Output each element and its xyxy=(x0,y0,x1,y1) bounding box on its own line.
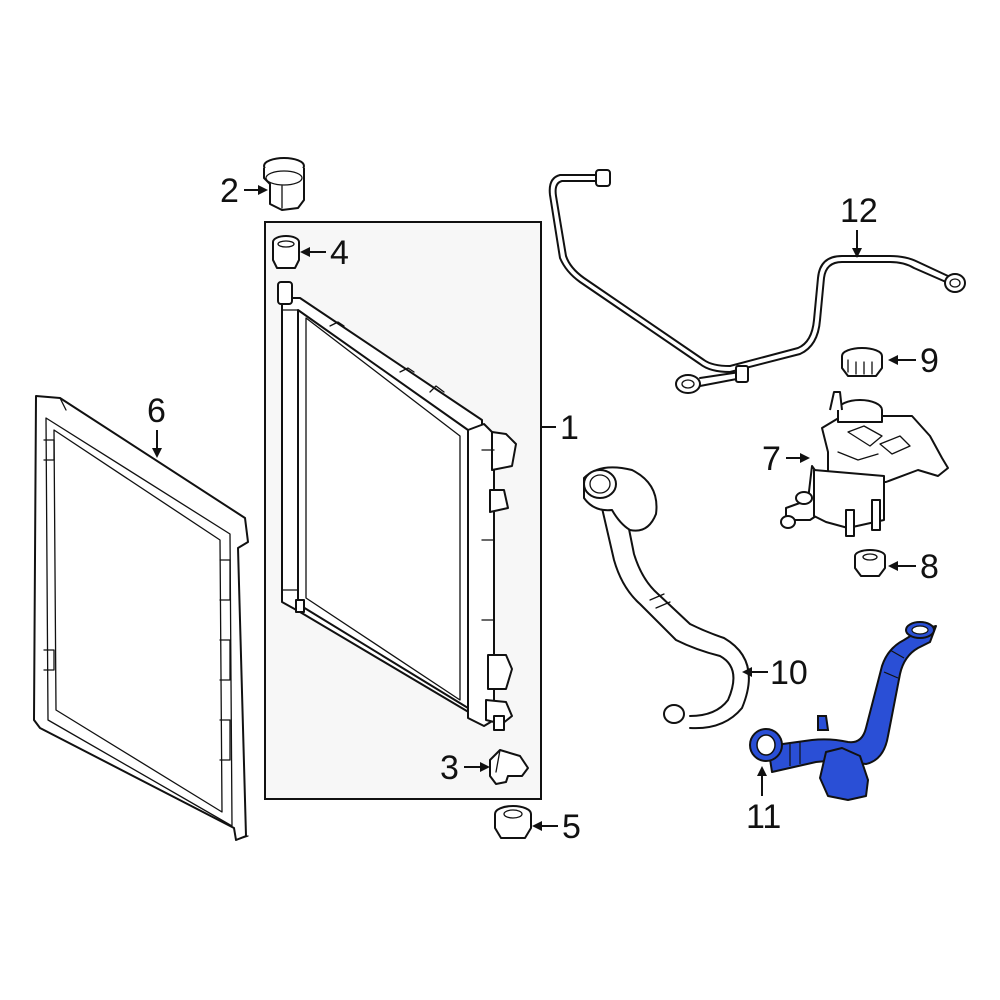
callout-label-4: 4 xyxy=(330,234,349,272)
vent-line[interactable] xyxy=(548,169,966,394)
callout-2: 2 xyxy=(220,172,268,210)
callout-label-9: 9 xyxy=(920,342,939,380)
air-duct-frame[interactable] xyxy=(33,395,249,841)
lower-bracket[interactable] xyxy=(489,749,529,785)
lower-insulator[interactable] xyxy=(494,805,532,839)
callout-label-11: 11 xyxy=(746,798,781,836)
reservoir-bushing[interactable] xyxy=(854,549,886,577)
reservoir-cap[interactable] xyxy=(841,347,883,377)
upper-mount[interactable] xyxy=(263,157,305,211)
callout-label-5: 5 xyxy=(562,808,581,846)
upper-radiator-hose[interactable] xyxy=(583,466,750,730)
callout-label-1: 1 xyxy=(560,409,579,447)
callout-5: 5 xyxy=(532,808,581,846)
callout-11: 11 xyxy=(746,766,781,836)
upper-bushing[interactable] xyxy=(272,235,300,269)
callout-12: 12 xyxy=(840,192,878,258)
callout-label-6: 6 xyxy=(147,392,166,430)
callout-label-2: 2 xyxy=(220,172,239,210)
callout-6: 6 xyxy=(147,392,166,458)
callout-3: 3 xyxy=(440,749,490,787)
callout-label-10: 10 xyxy=(770,654,808,692)
callout-9: 9 xyxy=(888,342,939,380)
callout-4: 4 xyxy=(300,234,349,272)
callout-label-3: 3 xyxy=(440,749,459,787)
callout-8: 8 xyxy=(888,548,939,586)
callout-label-7: 7 xyxy=(762,440,781,478)
callout-1: 1 xyxy=(541,409,579,447)
callout-label-8: 8 xyxy=(920,548,939,586)
callout-label-12: 12 xyxy=(840,192,878,230)
coolant-reservoir[interactable] xyxy=(780,391,949,537)
radiator[interactable] xyxy=(277,281,517,731)
lower-radiator-hose[interactable] xyxy=(749,621,937,801)
callout-7: 7 xyxy=(762,440,810,478)
callout-10: 10 xyxy=(742,654,808,692)
